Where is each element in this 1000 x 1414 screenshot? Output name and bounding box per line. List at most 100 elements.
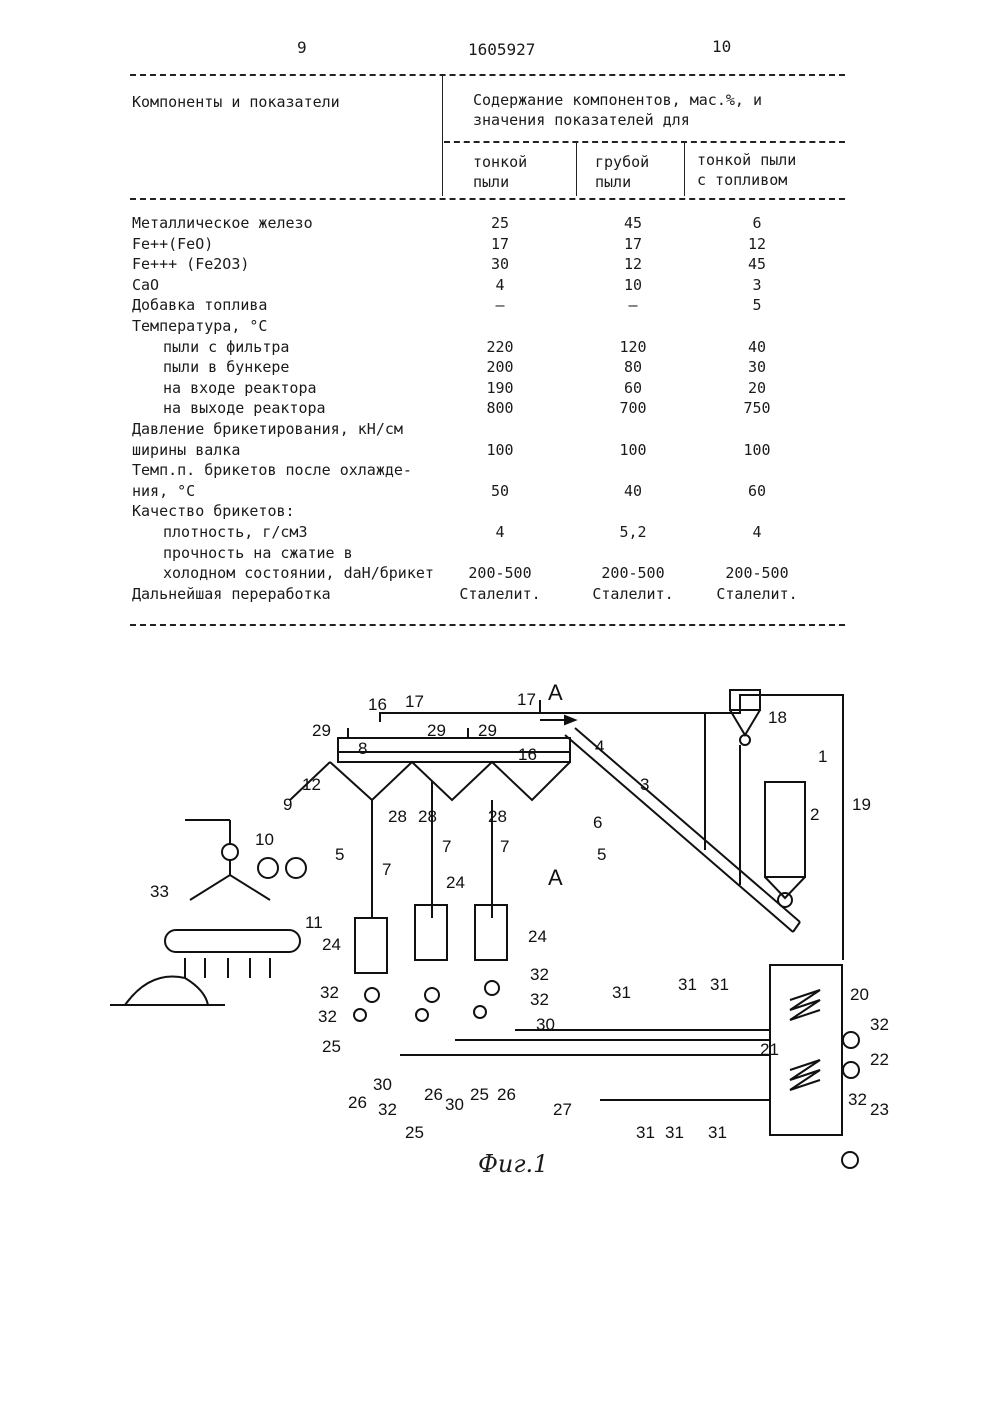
row-label: холодном состоянии, daH/брикет (163, 563, 434, 583)
svg-text:18: 18 (768, 708, 787, 727)
heat-exchanger (770, 965, 842, 1135)
row-label: пыли в бункере (163, 357, 289, 377)
svg-text:A: A (548, 680, 563, 705)
row-value-v1: 100 (455, 440, 545, 460)
svg-text:32: 32 (378, 1100, 397, 1119)
row-value-v2: 12 (588, 254, 678, 274)
row-label: ширины валка (132, 440, 240, 460)
col-header-left: Компоненты и показатели (132, 92, 340, 112)
bunker (765, 782, 805, 877)
row-label: Темп.п. брикетов после охлажде- (132, 460, 412, 480)
svg-text:25: 25 (322, 1037, 341, 1056)
row-value-v2: 40 (588, 481, 678, 501)
sub-header-1b: пыли (473, 172, 509, 192)
row-value-v3: 20 (712, 378, 802, 398)
row-value-v3: 750 (712, 398, 802, 418)
svg-text:30: 30 (373, 1075, 392, 1094)
row-label: плотность, г/см3 (163, 522, 308, 542)
svg-text:32: 32 (530, 990, 549, 1009)
row-value-v1: 800 (455, 398, 545, 418)
svg-text:31: 31 (665, 1123, 684, 1142)
row-label: Дальнейшая переработка (132, 584, 331, 604)
svg-text:25: 25 (470, 1085, 489, 1104)
table-top-rule (130, 74, 845, 76)
svg-text:29: 29 (312, 721, 331, 740)
svg-text:28: 28 (388, 807, 407, 826)
row-value-v3: Сталелит. (712, 584, 802, 604)
row-label: Качество брикетов: (132, 501, 295, 521)
row-label: ния, °С (132, 481, 195, 501)
row-value-v3: 60 (712, 481, 802, 501)
figure-caption: Фиг.1 (478, 1150, 548, 1178)
sub-header-2a: грубой (595, 152, 649, 172)
row-value-v3: 100 (712, 440, 802, 460)
row-value-v3: 3 (712, 275, 802, 295)
svg-text:5: 5 (335, 845, 344, 864)
svg-text:7: 7 (500, 837, 509, 856)
svg-text:31: 31 (612, 983, 631, 1002)
svg-text:24: 24 (322, 935, 341, 954)
svg-text:28: 28 (488, 807, 507, 826)
svg-text:31: 31 (636, 1123, 655, 1142)
row-value-v1: 30 (455, 254, 545, 274)
row-value-v2: 700 (588, 398, 678, 418)
row-value-v3: 12 (712, 234, 802, 254)
row-value-v2: – (588, 295, 678, 315)
row-label: Давление брикетирования, кН/см (132, 419, 403, 439)
svg-text:7: 7 (442, 837, 451, 856)
svg-text:29: 29 (427, 721, 446, 740)
sub-header-2b: пыли (595, 172, 631, 192)
row-value-v2: 10 (588, 275, 678, 295)
svg-text:3: 3 (640, 775, 649, 794)
svg-text:28: 28 (418, 807, 437, 826)
svg-text:2: 2 (810, 805, 819, 824)
row-label: Металлическое железо (132, 213, 313, 233)
svg-text:6: 6 (593, 813, 602, 832)
svg-text:12: 12 (302, 775, 321, 794)
row-value-v1: Сталелит. (455, 584, 545, 604)
sub-header-3a: тонкой пыли (697, 150, 796, 170)
row-label: на входе реактора (163, 378, 317, 398)
svg-text:7: 7 (382, 860, 391, 879)
row-value-v2: 100 (588, 440, 678, 460)
row-value-v2: Сталелит. (588, 584, 678, 604)
svg-text:32: 32 (848, 1090, 867, 1109)
row-label: Fe++(FeO) (132, 234, 213, 254)
col-header-main-1: Содержание компонентов, мас.%, и (473, 90, 762, 110)
col-header-main-2: значения показателей для (473, 110, 690, 130)
table-divider-sub2 (684, 142, 685, 196)
page-number-right: 10 (712, 37, 731, 56)
svg-text:A: A (548, 865, 563, 890)
svg-text:22: 22 (870, 1050, 889, 1069)
row-value-v2: 5,2 (588, 522, 678, 542)
svg-text:10: 10 (255, 830, 274, 849)
row-value-v3: 5 (712, 295, 802, 315)
svg-text:29: 29 (478, 721, 497, 740)
svg-text:11: 11 (305, 913, 323, 932)
svg-text:19: 19 (852, 795, 871, 814)
row-value-v2: 60 (588, 378, 678, 398)
svg-text:31: 31 (708, 1123, 727, 1142)
row-value-v3: 6 (712, 213, 802, 233)
svg-text:25: 25 (405, 1123, 424, 1142)
svg-text:27: 27 (553, 1100, 572, 1119)
row-value-v2: 120 (588, 337, 678, 357)
gas-line-top (380, 695, 843, 960)
svg-text:8: 8 (358, 739, 367, 758)
svg-text:31: 31 (710, 975, 729, 994)
row-value-v3: 30 (712, 357, 802, 377)
svg-text:17: 17 (405, 692, 424, 711)
row-value-v1: 17 (455, 234, 545, 254)
row-value-v2: 200-500 (588, 563, 678, 583)
table-divider-sub1 (576, 142, 577, 196)
row-value-v3: 40 (712, 337, 802, 357)
figure-labels: 1 2 3 4 5 5 6 7 7 7 8 9 10 11 12 16 16 1… (150, 680, 889, 1142)
svg-text:30: 30 (536, 1015, 555, 1034)
row-value-v1: 190 (455, 378, 545, 398)
svg-text:32: 32 (320, 983, 339, 1002)
row-label: Добавка топлива (132, 295, 267, 315)
cooling-belt (165, 930, 300, 952)
row-value-v1: 4 (455, 522, 545, 542)
svg-text:24: 24 (528, 927, 547, 946)
row-label: пыли с фильтра (163, 337, 289, 357)
